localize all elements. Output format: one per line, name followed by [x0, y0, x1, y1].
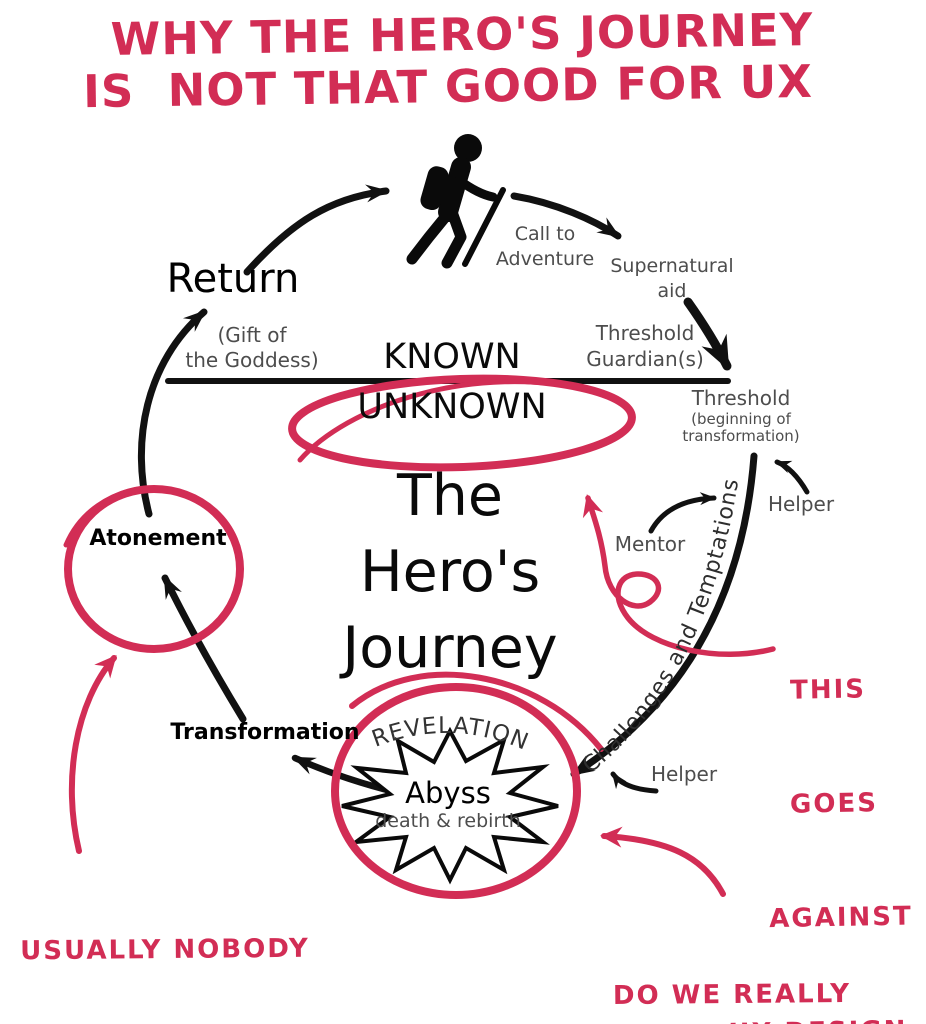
zone-known-label: KNOWN [383, 337, 521, 377]
red-circle-abyss-second-stroke [349, 671, 604, 752]
red-arrow-usually-to-atonement [68, 654, 117, 854]
stage-threshold-guardians: Threshold Guardian(s) [586, 321, 704, 371]
hiker-icon [406, 134, 506, 269]
zone-unknown-label: UNKNOWN [357, 387, 547, 427]
red-arrow-this-goes-to-unknown [582, 494, 776, 657]
stage-helper-upper: Helper [767, 492, 835, 516]
arrow-helper-upper-pointer [774, 459, 810, 495]
stage-abyss: Abyss [405, 776, 491, 810]
red-arrow-dowe-to-abyss [600, 826, 726, 897]
diagram-center-title: The Hero's Journey [342, 463, 558, 681]
arrow-helper-lower-pointer [610, 771, 659, 794]
annotation-do-we-really: DO WE REALLY WANT TO TAKE OUR CUSTOMERS … [612, 978, 852, 1012]
stage-gift-of-goddess: (Gift of the Goddess) [185, 323, 319, 372]
arc-challenges [570, 452, 758, 778]
stage-threshold: Threshold (beginning of transformation) [682, 386, 800, 445]
red-circle-unknown [288, 374, 636, 472]
stage-transformation: Transformation [170, 720, 360, 745]
stage-helper-lower: Helper [650, 762, 718, 786]
arc-return-to-hero [243, 184, 390, 276]
arrow-hero-to-aid [510, 192, 622, 240]
arrow-mentor-pointer [648, 492, 717, 534]
red-circle-unknown-second-stroke [297, 379, 603, 463]
stage-call-to-adventure: Call to Adventure [495, 223, 595, 270]
stage-return: Return [166, 256, 300, 302]
red-circle-atonement-second-stroke [63, 485, 149, 548]
annotation-usually-nobody: USUALLY NOBODY TO RECONCILE WITH [20, 933, 310, 967]
stage-mentor: Mentor [614, 532, 686, 556]
abyss-starburst [341, 726, 559, 885]
stage-atonement: Atonement [89, 526, 227, 551]
arrow-to-atonement [161, 574, 247, 723]
arrow-aid-to-threshold [683, 297, 732, 371]
page-title-line2: IS NOT THAT GOOD FOR UX [82, 54, 814, 119]
stage-death-rebirth: death & rebirth [375, 810, 521, 832]
red-circle-abyss [331, 683, 581, 899]
stage-supernatural-aid: Supernatural aid [610, 255, 734, 302]
red-circle-atonement [64, 485, 244, 653]
